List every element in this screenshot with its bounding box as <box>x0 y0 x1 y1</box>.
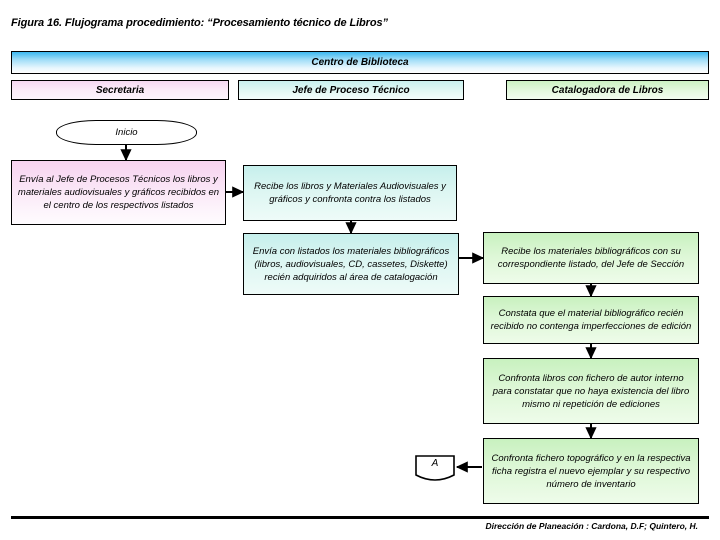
node-n1-label: Envía al Jefe de Procesos Técnicos los l… <box>17 174 220 211</box>
lane-header-secretaria: Secretaria <box>11 80 229 100</box>
node-constata-material-sin-imperfecciones[interactable]: Constata que el material bibliográfico r… <box>483 296 699 344</box>
node-envia-con-listados-los-materiales[interactable]: Envía con listados los materiales biblio… <box>243 233 459 295</box>
off-page-connector-icon <box>415 455 455 481</box>
node-start-label: Inicio <box>115 127 138 138</box>
lane-header-jefe-de-proceso-tecnico: Jefe de Proceso Técnico <box>238 80 464 100</box>
node-recibe-los-libros-y-materiales[interactable]: Recibe los libros y Materiales Audiovisu… <box>243 165 457 221</box>
node-off-page-connector-a[interactable]: A <box>415 455 455 485</box>
node-n7-label: Confronta fichero topográfico y en la re… <box>491 452 691 490</box>
node-confronta-fichero-topografico[interactable]: Confronta fichero topográfico y en la re… <box>483 438 699 504</box>
node-n5-label: Constata que el material bibliográfico r… <box>490 308 692 332</box>
off-page-connector-label: A <box>431 458 439 469</box>
node-n4-label: Recibe los materiales bibliográficos con… <box>497 246 685 270</box>
lane-header-catalogadora-de-libros: Catalogadora de Libros <box>506 80 709 100</box>
node-n6-label: Confronta libros con fichero de autor in… <box>492 372 690 410</box>
node-recibe-los-materiales-bibliograficos[interactable]: Recibe los materiales bibliográficos con… <box>483 232 699 284</box>
node-n2-label: Recibe los libros y Materiales Audiovisu… <box>254 181 446 205</box>
page-title: Figura 16. Flujograma procedimiento: “Pr… <box>11 17 388 29</box>
node-start-inicio[interactable]: Inicio <box>56 120 197 145</box>
node-confronta-libros-con-fichero-de-autor[interactable]: Confronta libros con fichero de autor in… <box>483 358 699 424</box>
footer-credit: Dirección de Planeación : Cardona, D.F; … <box>485 521 698 531</box>
node-n3-label: Envía con listados los materiales biblio… <box>252 245 450 283</box>
lane-header-centro-de-biblioteca: Centro de Biblioteca <box>11 51 709 74</box>
node-envia-al-jefe-de-procesos-tecnicos[interactable]: Envía al Jefe de Procesos Técnicos los l… <box>11 160 226 225</box>
footer-divider <box>11 516 709 519</box>
